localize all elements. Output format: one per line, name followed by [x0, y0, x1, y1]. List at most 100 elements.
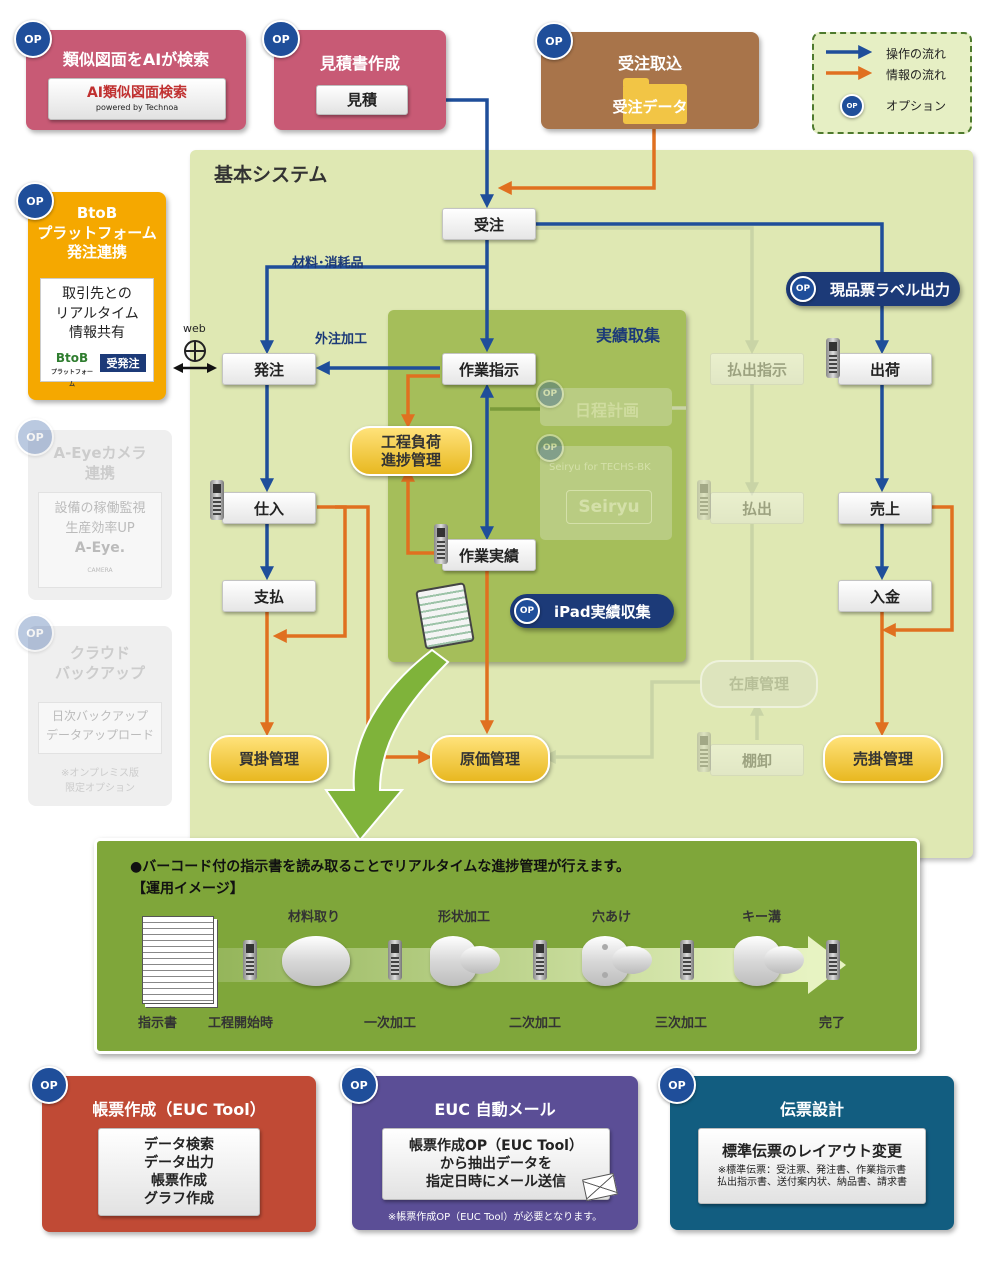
euc-tool-body-3: 帳票作成	[151, 1173, 207, 1189]
step-label-shijisho: 指示書	[138, 1016, 178, 1031]
ipad-op-badge: OP	[514, 598, 540, 624]
order-import-data-label: 受注データ	[612, 98, 688, 116]
nittei-op-badge: OP	[536, 380, 564, 408]
node-tanaoroshi[interactable]: 棚卸	[710, 744, 804, 776]
node-haraidashi[interactable]: 払出	[710, 492, 804, 524]
folder-tab-icon	[623, 78, 649, 86]
order-import-op-badge: OP	[535, 22, 573, 60]
web-label: web	[183, 322, 206, 335]
pill-koutei-line2: 進捗管理	[380, 451, 441, 469]
ai-search-logo-button[interactable]: AI類似図面検索 powered by Technoa	[48, 78, 226, 120]
pill-genka[interactable]: 原価管理	[430, 735, 550, 783]
node-nyukin[interactable]: 入金	[838, 580, 932, 612]
node-sagyo-shiji[interactable]: 作業指示	[442, 353, 536, 385]
pill-urikake[interactable]: 売掛管理	[823, 735, 943, 783]
cloud-body-1: 日次バックアップ	[51, 709, 148, 723]
drilled-part-shaft-icon	[612, 946, 652, 974]
pill-kaikake[interactable]: 買掛管理	[209, 735, 329, 783]
node-shukka[interactable]: 出荷	[838, 353, 932, 385]
handheld-scanner-icon	[243, 940, 257, 980]
aeye-logo-sub: CAMERA	[87, 567, 113, 574]
euc-mail-body[interactable]: 帳票作成OP（EUC Tool） から抽出データを 指定日時にメール送信	[382, 1128, 610, 1200]
label-gaichu: 外注加工	[315, 332, 368, 347]
step-label-keijo: 形状加工	[438, 910, 491, 925]
handheld-scanner-icon	[697, 732, 711, 772]
step-label-start: 工程開始時	[208, 1016, 274, 1031]
node-sagyo-jisseki[interactable]: 作業実績	[442, 539, 536, 571]
pill-koutei-line1: 工程負荷	[380, 433, 441, 451]
node-juchu[interactable]: 受注	[442, 208, 536, 240]
euc-mail-body-1: 帳票作成OP（EUC Tool）	[409, 1137, 583, 1154]
denpyo-body[interactable]: 標準伝票のレイアウト変更 ※標準伝票：受注票、発注書、作業指示書 払出指示書、送…	[698, 1128, 926, 1204]
pill-zaiko[interactable]: 在庫管理	[700, 660, 818, 708]
aeye-card: A-Eyeカメラ 連携 設備の稼働監視 生産効率UP A-Eye. CAMERA	[28, 430, 172, 600]
euc-tool-card: 帳票作成（EUC Tool） データ検索 データ出力 帳票作成 グラフ作成	[42, 1076, 316, 1232]
aeye-body-1: 設備の稼働監視	[54, 501, 146, 516]
drill-hole-icon	[602, 972, 608, 978]
ai-search-card: 類似図面をAIが検索 AI類似図面検索 powered by Technoa	[26, 30, 246, 130]
denpyo-op-badge: OP	[658, 1066, 696, 1104]
handheld-scanner-icon	[826, 940, 840, 980]
euc-tool-op-badge: OP	[30, 1066, 68, 1104]
euc-tool-body-2: データ出力	[144, 1154, 214, 1171]
handheld-scanner-icon	[434, 524, 448, 564]
keyway-part-shaft-icon	[764, 946, 804, 974]
denpyo-title: 伝票設計	[779, 1100, 844, 1119]
btob-op-badge: OP	[16, 182, 54, 220]
node-shiire[interactable]: 仕入	[222, 492, 316, 524]
btob-title-3: 発注連携	[66, 243, 127, 261]
cloud-note-2: 限定オプション	[65, 783, 135, 794]
estimate-button[interactable]: 見積	[316, 85, 408, 115]
handheld-scanner-icon	[533, 940, 547, 980]
drill-hole-icon	[602, 944, 608, 950]
node-uriage[interactable]: 売上	[838, 492, 932, 524]
cloud-note-1: ※オンプレミス版	[60, 768, 140, 779]
material-stock-icon	[282, 936, 350, 986]
legend-op-flow: 操作の流れ	[886, 47, 947, 61]
euc-mail-body-3: 指定日時にメール送信	[426, 1174, 566, 1191]
btob-card: BtoB プラットフォーム 発注連携 取引先との リアルタイム 情報共有 Bto…	[28, 192, 166, 400]
handheld-scanner-icon	[388, 940, 402, 980]
node-haraidashi-shiji[interactable]: 払出指示	[710, 353, 804, 385]
aeye-op-badge: OP	[16, 418, 54, 456]
euc-mail-body-2: から抽出データを	[440, 1155, 552, 1172]
handheld-scanner-icon	[826, 338, 840, 378]
btob-body-2: リアルタイム	[55, 305, 139, 322]
pill-koutei[interactable]: 工程負荷 進捗管理	[350, 426, 472, 476]
euc-mail-op-badge: OP	[340, 1066, 378, 1104]
euc-mail-card: EUC 自動メール 帳票作成OP（EUC Tool） から抽出データを 指定日時…	[352, 1076, 638, 1230]
estimate-op-badge: OP	[262, 20, 300, 58]
step-label-second: 二次加工	[509, 1016, 562, 1031]
instruction-sheet-icon	[142, 916, 214, 1004]
node-hacchu[interactable]: 発注	[222, 353, 316, 385]
aeye-logo-text: A-Eye.	[74, 540, 126, 556]
step-label-first: 一次加工	[364, 1016, 417, 1031]
btob-title-2: プラットフォーム	[37, 223, 157, 242]
legend-option: オプション	[886, 99, 947, 113]
btob-title-1: BtoB	[76, 204, 118, 222]
seiryu-title: Seiryu for TECHS-BK	[549, 462, 651, 473]
cloud-card: クラウド バックアップ 日次バックアップ データアップロード ※オンプレミス版 …	[28, 626, 172, 806]
node-shiharai[interactable]: 支払	[222, 580, 316, 612]
ai-search-logo-text: AI類似図面検索	[86, 85, 188, 102]
step-label-keymizo: キー溝	[742, 910, 782, 925]
estimate-title: 見積書作成	[319, 54, 400, 73]
denpyo-card: 伝票設計 標準伝票のレイアウト変更 ※標準伝票：受注票、発注書、作業指示書 払出…	[670, 1076, 954, 1230]
denpyo-note-2: 払出指示書、送付案内状、納品書、請求書	[717, 1177, 907, 1189]
handheld-scanner-icon	[680, 940, 694, 980]
btob-logo-text: BtoB	[55, 351, 89, 365]
jisseki-title: 実績取集	[596, 326, 661, 345]
label-zairyo: 材料･消耗品	[292, 256, 364, 271]
order-import-title: 受注取込	[617, 54, 682, 73]
euc-tool-body[interactable]: データ検索 データ出力 帳票作成 グラフ作成	[98, 1128, 260, 1216]
order-import-card: 受注取込 受注データ	[541, 32, 759, 129]
ai-search-title: 類似図面をAIが検索	[62, 50, 210, 69]
seiryu-op-badge: OP	[536, 434, 564, 462]
shaped-part-shaft-icon	[460, 946, 500, 974]
genpin-op-badge: OP	[790, 276, 816, 302]
step-label-zairyo: 材料取り	[288, 910, 341, 925]
handheld-scanner-icon	[697, 480, 711, 520]
cloud-op-badge: OP	[16, 614, 54, 652]
cloud-title-1: クラウド	[69, 644, 130, 662]
